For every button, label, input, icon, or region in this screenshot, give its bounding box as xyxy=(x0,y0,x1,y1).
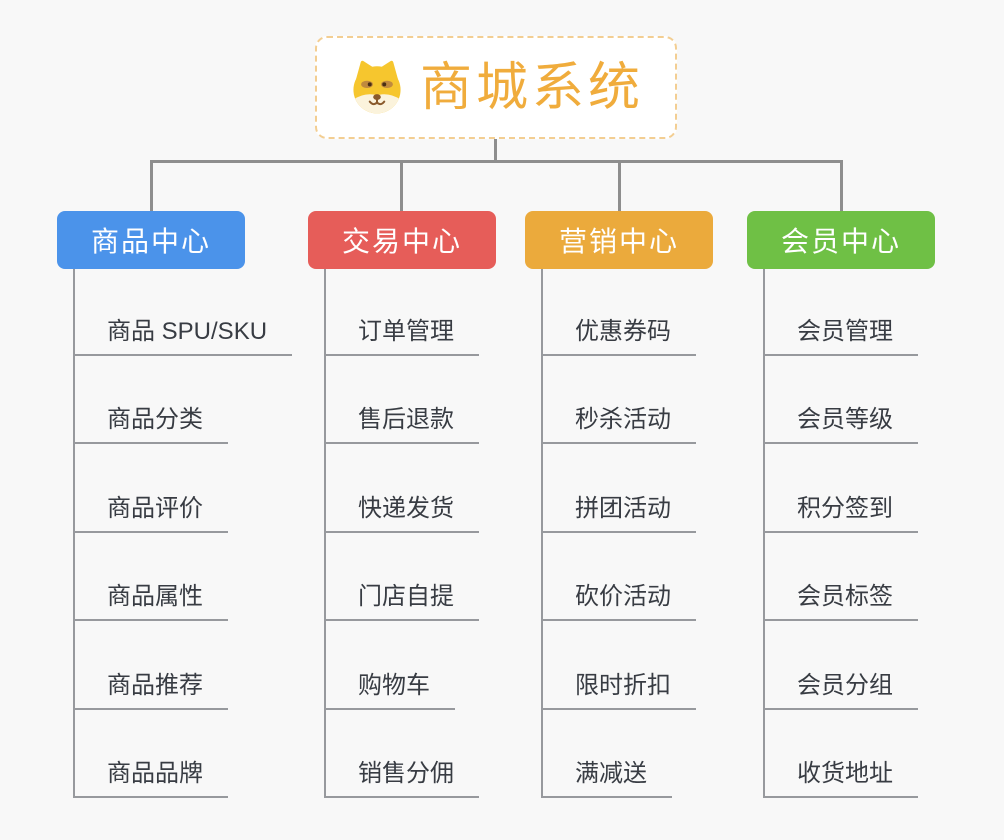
leaf-node[interactable]: 销售分佣 xyxy=(326,710,479,798)
leaf-node[interactable]: 砍价活动 xyxy=(543,533,696,621)
leaf-node[interactable]: 优惠券码 xyxy=(543,269,696,356)
branch-product-center: 商品中心 商品 SPU/SKU 商品分类 商品评价 商品属性 商品推荐 商品品牌 xyxy=(57,211,293,798)
leaf-node[interactable]: 收货地址 xyxy=(765,710,918,798)
leaf-node[interactable]: 订单管理 xyxy=(326,269,479,356)
connector-root-stub xyxy=(494,139,497,163)
leaf-node[interactable]: 满减送 xyxy=(543,710,672,798)
leaf-node[interactable]: 售后退款 xyxy=(326,356,479,444)
branch-items-trade: 订单管理 售后退款 快递发货 门店自提 购物车 销售分佣 xyxy=(324,269,538,798)
leaf-node[interactable]: 购物车 xyxy=(326,621,455,710)
leaf-node[interactable]: 拼团活动 xyxy=(543,444,696,533)
connector-drop-product xyxy=(150,160,153,211)
leaf-node[interactable]: 商品分类 xyxy=(75,356,228,444)
root-node-mall-system[interactable]: 商城系统 xyxy=(315,36,677,139)
leaf-node[interactable]: 商品品牌 xyxy=(75,710,228,798)
branch-node-member-center[interactable]: 会员中心 xyxy=(747,211,935,269)
leaf-node[interactable]: 秒杀活动 xyxy=(543,356,696,444)
branch-marketing-center: 营销中心 优惠券码 秒杀活动 拼团活动 砍价活动 限时折扣 满减送 xyxy=(525,211,755,798)
branch-node-marketing-center[interactable]: 营销中心 xyxy=(525,211,713,269)
root-title: 商城系统 xyxy=(419,58,644,117)
connector-bus xyxy=(150,160,843,163)
leaf-node[interactable]: 会员分组 xyxy=(765,621,918,710)
leaf-node[interactable]: 会员等级 xyxy=(765,356,918,444)
branch-items-member: 会员管理 会员等级 积分签到 会员标签 会员分组 收货地址 xyxy=(763,269,977,798)
connector-drop-member xyxy=(840,160,843,211)
doge-face-icon xyxy=(353,60,401,113)
leaf-node[interactable]: 会员标签 xyxy=(765,533,918,621)
connector-drop-marketing xyxy=(618,160,621,211)
branch-items-marketing: 优惠券码 秒杀活动 拼团活动 砍价活动 限时折扣 满减送 xyxy=(541,269,755,798)
leaf-node[interactable]: 快递发货 xyxy=(326,444,479,533)
branch-items-product: 商品 SPU/SKU 商品分类 商品评价 商品属性 商品推荐 商品品牌 xyxy=(73,269,293,798)
leaf-node[interactable]: 会员管理 xyxy=(765,269,918,356)
branch-node-product-center[interactable]: 商品中心 xyxy=(57,211,245,269)
leaf-node[interactable]: 门店自提 xyxy=(326,533,479,621)
leaf-node[interactable]: 限时折扣 xyxy=(543,621,696,710)
leaf-node[interactable]: 商品推荐 xyxy=(75,621,228,710)
leaf-node[interactable]: 商品属性 xyxy=(75,533,228,621)
leaf-node[interactable]: 积分签到 xyxy=(765,444,918,533)
branch-member-center: 会员中心 会员管理 会员等级 积分签到 会员标签 会员分组 收货地址 xyxy=(747,211,977,798)
branch-trade-center: 交易中心 订单管理 售后退款 快递发货 门店自提 购物车 销售分佣 xyxy=(308,211,538,798)
leaf-node[interactable]: 商品评价 xyxy=(75,444,228,533)
leaf-node[interactable]: 商品 SPU/SKU xyxy=(75,269,293,356)
connector-drop-trade xyxy=(400,160,403,211)
branch-node-trade-center[interactable]: 交易中心 xyxy=(308,211,496,269)
